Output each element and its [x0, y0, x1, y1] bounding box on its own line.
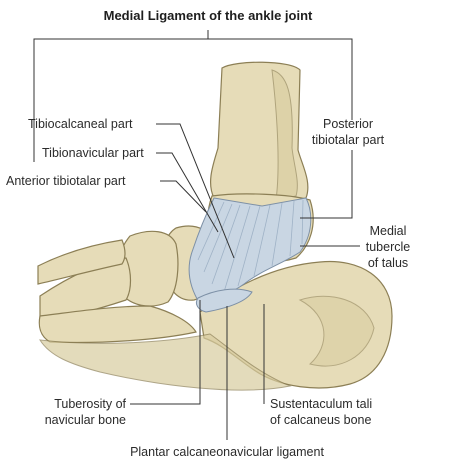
- label-plantar-calcaneonavicular-ligament: Plantar calcaneonavicular ligament: [130, 445, 324, 459]
- calcaneus-shading: [298, 295, 375, 367]
- label-tuberosity-navicular-line2: navicular bone: [45, 413, 126, 427]
- leader-lines: [33, 30, 360, 440]
- label-medial-tubercle-line3: of talus: [368, 256, 408, 270]
- label-posterior-tibiotalar-part-line2: tibiotalar part: [312, 133, 385, 147]
- posterior-tibiotalar-leader: [300, 150, 353, 219]
- tibionavicular-leader: [156, 152, 219, 233]
- tuberosity-navicular-leader: [130, 300, 201, 405]
- metatarsal-2: [37, 239, 126, 285]
- tibia-shading: [271, 69, 298, 201]
- label-anterior-tibiotalar-part: Anterior tibiotalar part: [6, 174, 126, 188]
- label-tibionavicular-part: Tibionavicular part: [42, 146, 144, 160]
- tibiocalcaneal-leader: [156, 123, 235, 259]
- label-tibiocalcaneal-part: Tibiocalcaneal part: [28, 117, 133, 131]
- ligament-fibers: [197, 199, 304, 293]
- label-sustentaculum-line1: Sustentaculum tali: [270, 397, 372, 411]
- metatarsal-3: [38, 305, 197, 344]
- label-medial-tubercle-line2: tubercle: [366, 240, 411, 254]
- diagram-title: Medial Ligament of the ankle joint: [104, 8, 313, 23]
- plantar-calcaneonavicular-ligament: [195, 288, 253, 313]
- label-medial-tubercle-line1: Medial: [370, 224, 407, 238]
- label-sustentaculum-line2: of calcaneus bone: [270, 413, 372, 427]
- anterior-tibiotalar-leader: [160, 180, 207, 213]
- label-posterior-tibiotalar-part-line1: Posterior: [323, 117, 373, 131]
- title-bracket-line: [33, 38, 353, 162]
- label-tuberosity-navicular-line1: Tuberosity of: [54, 397, 126, 411]
